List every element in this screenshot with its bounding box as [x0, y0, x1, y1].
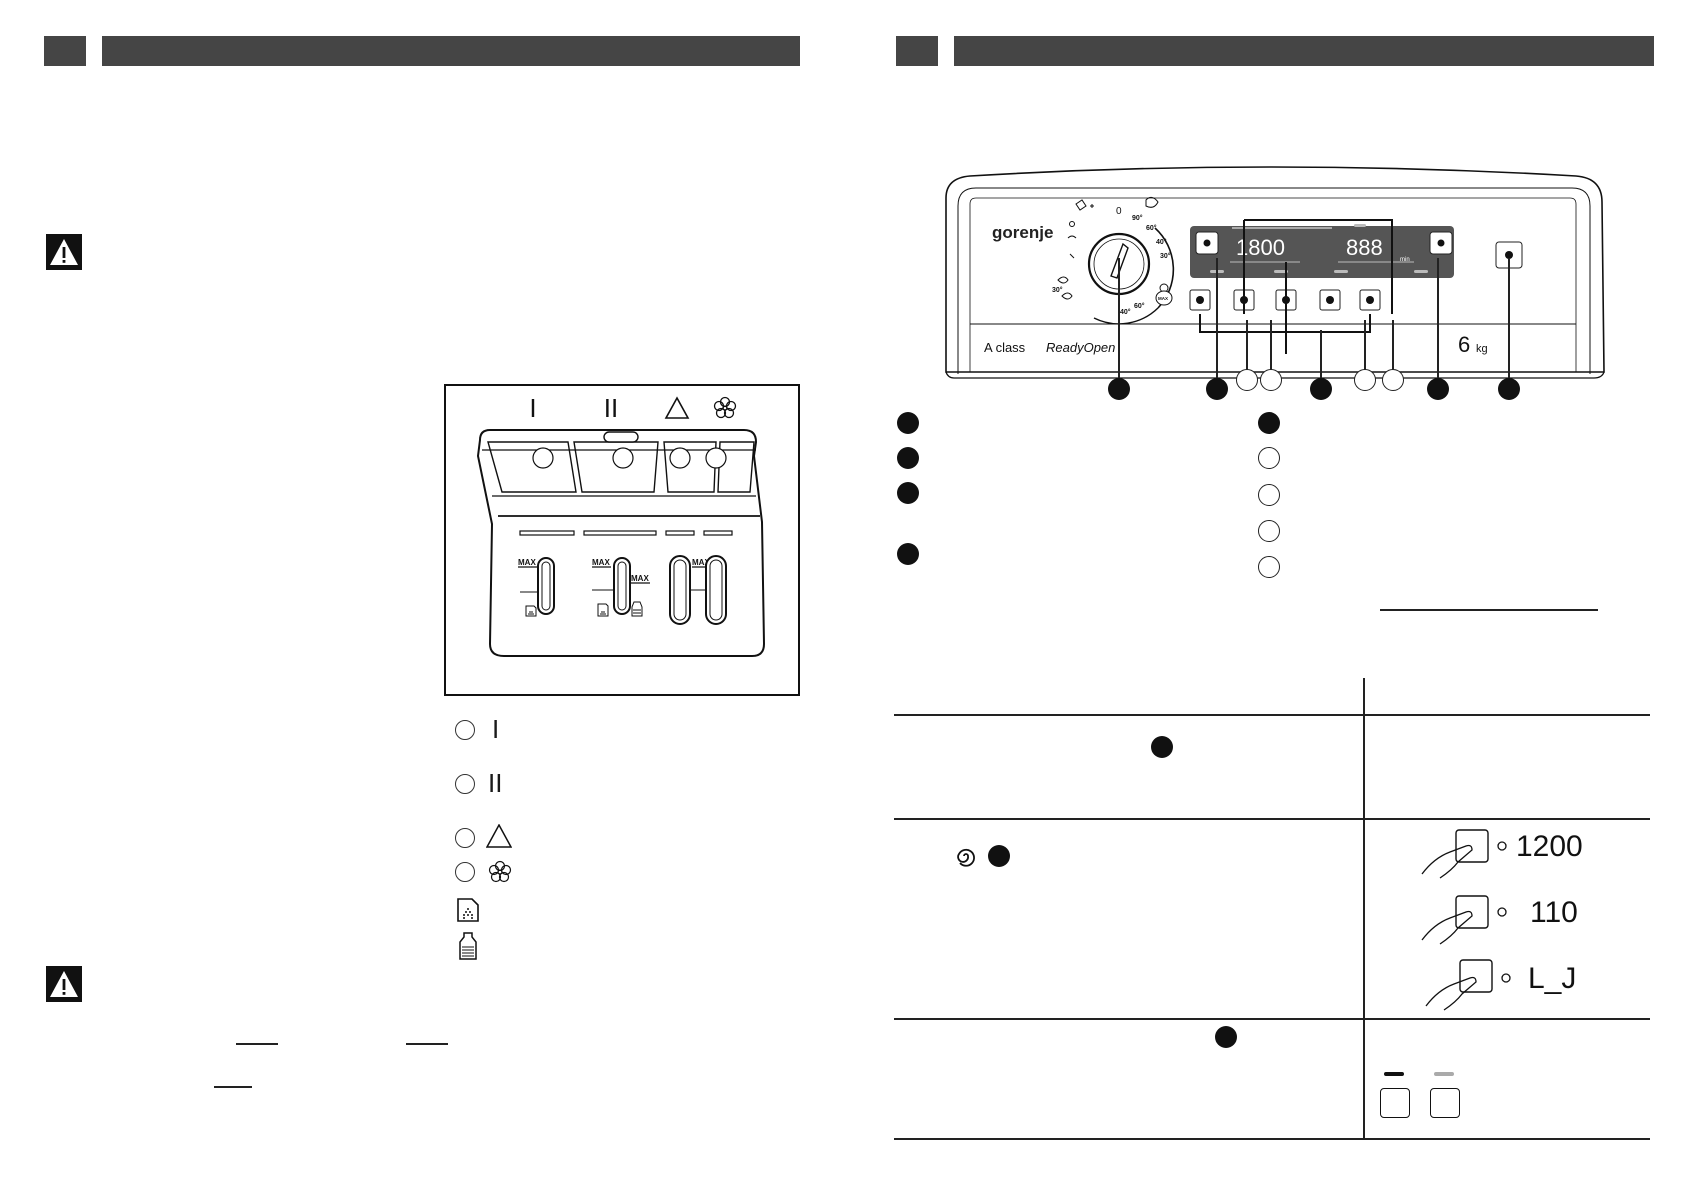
callout-marker-filled: [1427, 378, 1449, 400]
callout-line: [1216, 258, 1218, 388]
svg-text:40°: 40°: [1120, 308, 1131, 316]
callout-line: [1437, 258, 1439, 388]
callout-line: [1246, 320, 1248, 370]
warning-icon: [46, 234, 82, 270]
spin-setting-steps: 1200 110 L_J: [1421, 829, 1583, 1011]
svg-text:60°: 60°: [1146, 224, 1157, 232]
legend-marker-filled: [1258, 412, 1280, 434]
table-column-divider: [1363, 678, 1365, 1138]
svg-text:30°: 30°: [1052, 286, 1063, 294]
callout-marker-filled: [1206, 378, 1228, 400]
capacity-value: 6: [1458, 332, 1470, 357]
callout-line: [1270, 320, 1272, 370]
spin-step-1-display: 1200: [1516, 830, 1583, 863]
table-rule: [894, 714, 1650, 716]
legend-marker-2: [455, 774, 475, 794]
legend-marker-3: [455, 828, 475, 848]
dispenser-illustration: I II MAX MAX MAX MAX: [444, 384, 800, 696]
underline-mark: [406, 1043, 448, 1045]
legend-marker-open: [1258, 447, 1280, 469]
powder-detergent-icon: [457, 898, 479, 922]
left-page-number-box: [44, 36, 86, 66]
bleach-triangle-icon: [664, 396, 690, 419]
spin-step-2-display: 110: [1530, 896, 1578, 929]
powder-icon: [525, 603, 609, 617]
callout-marker-open: [1354, 369, 1376, 391]
right-page-number-box: [896, 36, 938, 66]
legend-marker-open: [1258, 484, 1280, 506]
option-button[interactable]: [1380, 1088, 1410, 1118]
svg-text:40°: 40°: [1156, 238, 1167, 246]
dispenser-label-ii: II: [604, 393, 618, 423]
callout-line: [1508, 258, 1510, 388]
liquid-icon: [631, 601, 643, 617]
legend-marker-filled: [897, 412, 919, 434]
softener-flower-icon: [713, 396, 737, 419]
legend-marker-open: [1258, 520, 1280, 542]
spin-step-3-display: L_J: [1528, 962, 1576, 995]
legend-marker-open: [1258, 556, 1280, 578]
legend-bleach-icon: [486, 824, 512, 848]
dispenser-max-label-1: MAX: [518, 558, 536, 567]
underline-mark: [236, 1043, 278, 1045]
time-display: 888: [1346, 235, 1383, 260]
callout-marker-open: [1382, 369, 1404, 391]
dispenser-max-label-4: MAX: [692, 558, 710, 567]
underline-mark: [1380, 609, 1598, 611]
callout-line: [1392, 320, 1394, 370]
callout-marker-filled: [1310, 378, 1332, 400]
table-rule: [894, 1138, 1650, 1140]
callout-line: [1118, 258, 1120, 388]
dial-zero-label: 0: [1116, 206, 1122, 217]
step-marker: [988, 845, 1010, 867]
brand-logo: gorenje: [992, 223, 1053, 242]
left-header-bar: [102, 36, 800, 66]
table-rule: [894, 1018, 1650, 1020]
underline-mark: [214, 1086, 252, 1088]
dispenser-label-i: I: [529, 393, 536, 423]
callout-marker-open: [1260, 369, 1282, 391]
energy-class-label: A class: [984, 340, 1026, 355]
indicator-light: [1434, 1072, 1454, 1076]
legend-marker-filled: [897, 543, 919, 565]
min-label: min: [1400, 257, 1410, 263]
svg-text:60°: 60°: [1134, 302, 1145, 310]
liquid-detergent-icon: [459, 932, 477, 960]
dispenser-max-label-2: MAX: [592, 558, 610, 567]
feature-label: ReadyOpen: [1046, 340, 1115, 355]
callout-marker-filled: [1108, 378, 1130, 400]
warning-icon: [46, 966, 82, 1002]
option-button[interactable]: [1430, 1088, 1460, 1118]
legend-marker-4: [455, 862, 475, 882]
legend-marker-1: [455, 720, 475, 740]
legend-symbol-ii: II: [488, 768, 503, 798]
svg-text:90°: 90°: [1132, 214, 1143, 222]
legend-marker-filled: [897, 482, 919, 504]
callout-line: [1320, 330, 1322, 388]
capacity-unit: kg: [1476, 343, 1488, 355]
step-marker: [1151, 736, 1173, 758]
spin-icon: [957, 848, 975, 867]
table-rule: [894, 818, 1650, 820]
callout-marker-open: [1236, 369, 1258, 391]
callout-marker-filled: [1498, 378, 1520, 400]
legend-symbol-i: I: [492, 714, 500, 744]
legend-marker-filled: [897, 447, 919, 469]
control-panel-illustration: gorenje 0 90° 60° 40° 30° 60° 40° 30° MA…: [945, 166, 1605, 379]
dispenser-max-label-3: MAX: [631, 574, 649, 583]
svg-text:MAX: MAX: [1158, 296, 1168, 301]
step-marker: [1215, 1026, 1237, 1048]
indicator-dark: [1384, 1072, 1404, 1076]
right-header-bar: [954, 36, 1654, 66]
callout-line: [1364, 320, 1366, 370]
svg-text:30°: 30°: [1160, 252, 1171, 260]
legend-softener-icon: [488, 860, 512, 883]
